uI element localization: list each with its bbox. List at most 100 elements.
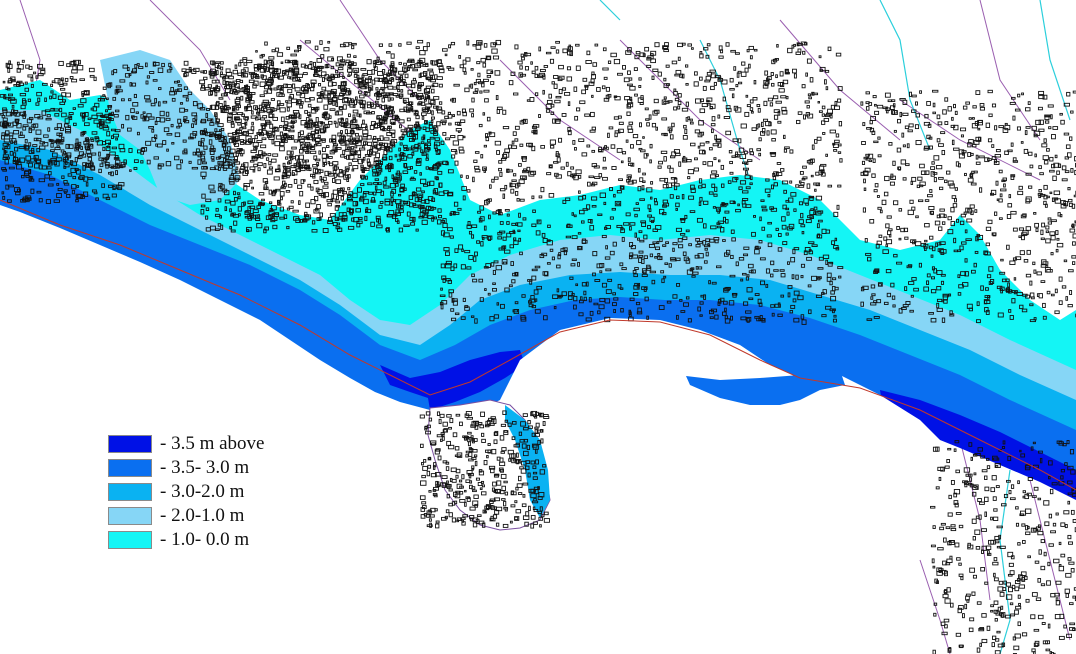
building [404, 73, 409, 79]
building [383, 185, 390, 189]
building [102, 126, 110, 131]
building [772, 95, 779, 100]
building [261, 198, 265, 202]
building [485, 133, 489, 139]
building [1072, 90, 1076, 94]
building [341, 190, 347, 195]
building [319, 175, 322, 181]
building [237, 206, 242, 212]
building [893, 129, 897, 133]
building [418, 101, 423, 105]
building [241, 163, 246, 167]
building [434, 508, 438, 512]
building [943, 299, 948, 304]
building [749, 182, 753, 186]
building [808, 159, 813, 165]
building [451, 154, 456, 159]
zone-band-3 [0, 140, 1076, 460]
building [519, 466, 524, 470]
building [205, 227, 211, 232]
building [997, 586, 1004, 592]
building [307, 183, 312, 188]
building [402, 170, 409, 174]
building [480, 57, 486, 63]
building [404, 163, 407, 169]
building [294, 87, 301, 92]
building [873, 189, 878, 193]
building [971, 269, 976, 274]
building [781, 109, 788, 115]
building [533, 486, 540, 490]
building [598, 149, 604, 153]
building [462, 67, 467, 73]
building [1041, 622, 1046, 625]
building [900, 159, 907, 165]
building [705, 54, 710, 59]
building [279, 146, 285, 152]
building [792, 68, 797, 74]
building [1033, 130, 1041, 136]
building [985, 122, 991, 128]
building [508, 458, 512, 462]
building [519, 65, 523, 70]
building [249, 179, 253, 184]
building [575, 43, 580, 47]
building [264, 41, 268, 46]
building [884, 92, 891, 98]
building [410, 83, 416, 89]
building [530, 523, 535, 529]
building [291, 98, 298, 104]
building [374, 59, 380, 63]
building [783, 189, 787, 194]
building [183, 148, 188, 154]
building [62, 99, 67, 103]
building [74, 157, 78, 163]
building [1065, 144, 1071, 149]
building [1059, 613, 1065, 619]
building [977, 447, 983, 452]
building [243, 201, 246, 206]
building [899, 111, 903, 118]
building [614, 132, 618, 138]
building [70, 60, 77, 66]
building [465, 454, 469, 458]
building [649, 143, 653, 149]
building [1064, 156, 1069, 160]
building [684, 214, 688, 219]
building [530, 515, 536, 520]
building [510, 71, 516, 76]
building [352, 114, 356, 120]
building [378, 204, 383, 209]
building [871, 173, 876, 178]
building [454, 121, 460, 126]
building [2, 109, 8, 114]
building [57, 95, 64, 100]
building [973, 472, 977, 476]
building [333, 120, 337, 125]
building [448, 122, 452, 126]
building [718, 45, 723, 51]
building [737, 138, 742, 144]
building [928, 312, 934, 315]
building [793, 43, 796, 47]
building [555, 40, 560, 44]
building [889, 181, 895, 186]
building [282, 180, 286, 186]
building [980, 285, 984, 291]
building [335, 200, 341, 204]
building [739, 153, 747, 159]
building [446, 66, 452, 69]
building [807, 93, 811, 97]
building [266, 66, 269, 72]
building [395, 95, 401, 98]
building [984, 295, 991, 298]
building [646, 64, 652, 68]
building [711, 170, 718, 174]
building [304, 40, 311, 44]
building [468, 452, 473, 457]
building [375, 152, 380, 159]
building [256, 140, 263, 143]
building [542, 464, 547, 468]
building [461, 474, 465, 480]
building [967, 142, 972, 148]
